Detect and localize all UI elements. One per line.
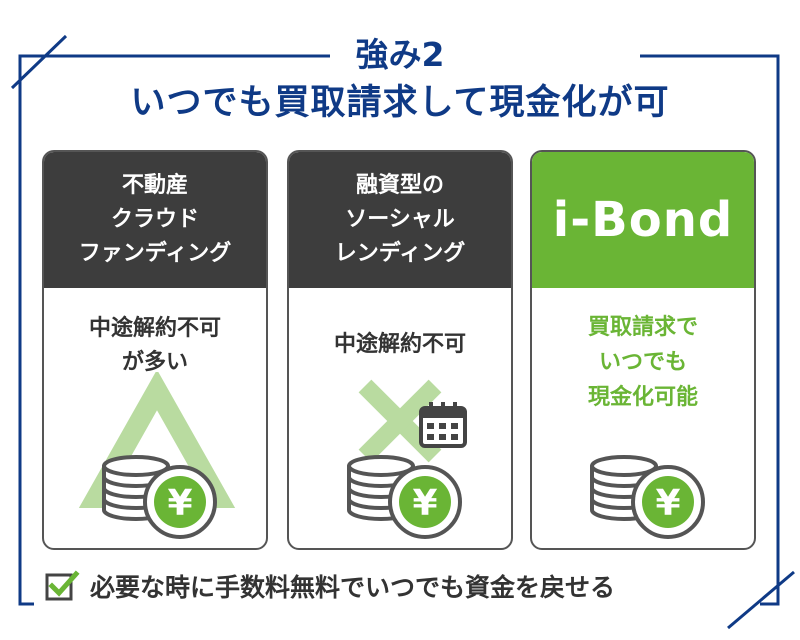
card-illustration: ¥ [590,455,705,539]
svg-text:¥: ¥ [655,483,680,524]
check-box-icon [45,570,80,601]
card-description-line: 買取請求で [587,315,698,340]
card-header-line: 融資型の [355,173,444,198]
card-illustration: ¥ [347,379,467,539]
card-i-bond: i-Bond 買取請求で いつでも 現金化可能 ¥ [530,150,756,550]
card-header-line: レンディング [334,241,466,266]
title-strength-number: 強み2 [355,35,445,74]
card-description-line: 現金化可能 [587,385,698,410]
svg-text:¥: ¥ [412,483,437,524]
yen-coin-icon: ¥ [143,465,217,539]
calendar-icon [419,402,467,448]
card-description-line: が多い [121,350,188,375]
card-header: 不動産 クラウド ファンディング [44,152,266,288]
card-header: i-Bond [532,152,754,288]
card-header-line: 不動産 [121,173,188,198]
card-description-line: 中途解約不可 [88,316,221,341]
yen-coin-icon: ¥ [388,465,462,539]
footer-text: 必要な時に手数料無料でいつでも資金を戻せる [90,573,616,602]
card-description: 中途解約不可 が多い [44,312,266,380]
card-description-line: いつでも [598,350,687,375]
brand-name: i-Bond [552,192,734,248]
card-description: 中途解約不可 [289,328,511,362]
card-illustration: ¥ [78,372,236,539]
card-real-estate-crowdfunding: 不動産 クラウド ファンディング 中途解約不可 が多い ¥ [42,150,268,550]
card-header-line: クラウド [110,207,199,232]
card-description: 買取請求で いつでも 現金化可能 [532,310,754,415]
footer-summary: 必要な時に手数料無料でいつでも資金を戻せる [44,566,744,606]
page-title: いつでも買取請求して現金化が可 [130,83,670,123]
card-description-line: 中途解約不可 [333,332,466,357]
card-social-lending: 融資型の ソーシャル レンディング 中途解約不可 [287,150,513,550]
svg-text:¥: ¥ [167,483,192,524]
card-header: 融資型の ソーシャル レンディング [289,152,511,288]
yen-coin-icon: ¥ [631,465,705,539]
card-header-line: ファンディング [78,241,232,266]
card-header-line: ソーシャル [345,207,455,232]
